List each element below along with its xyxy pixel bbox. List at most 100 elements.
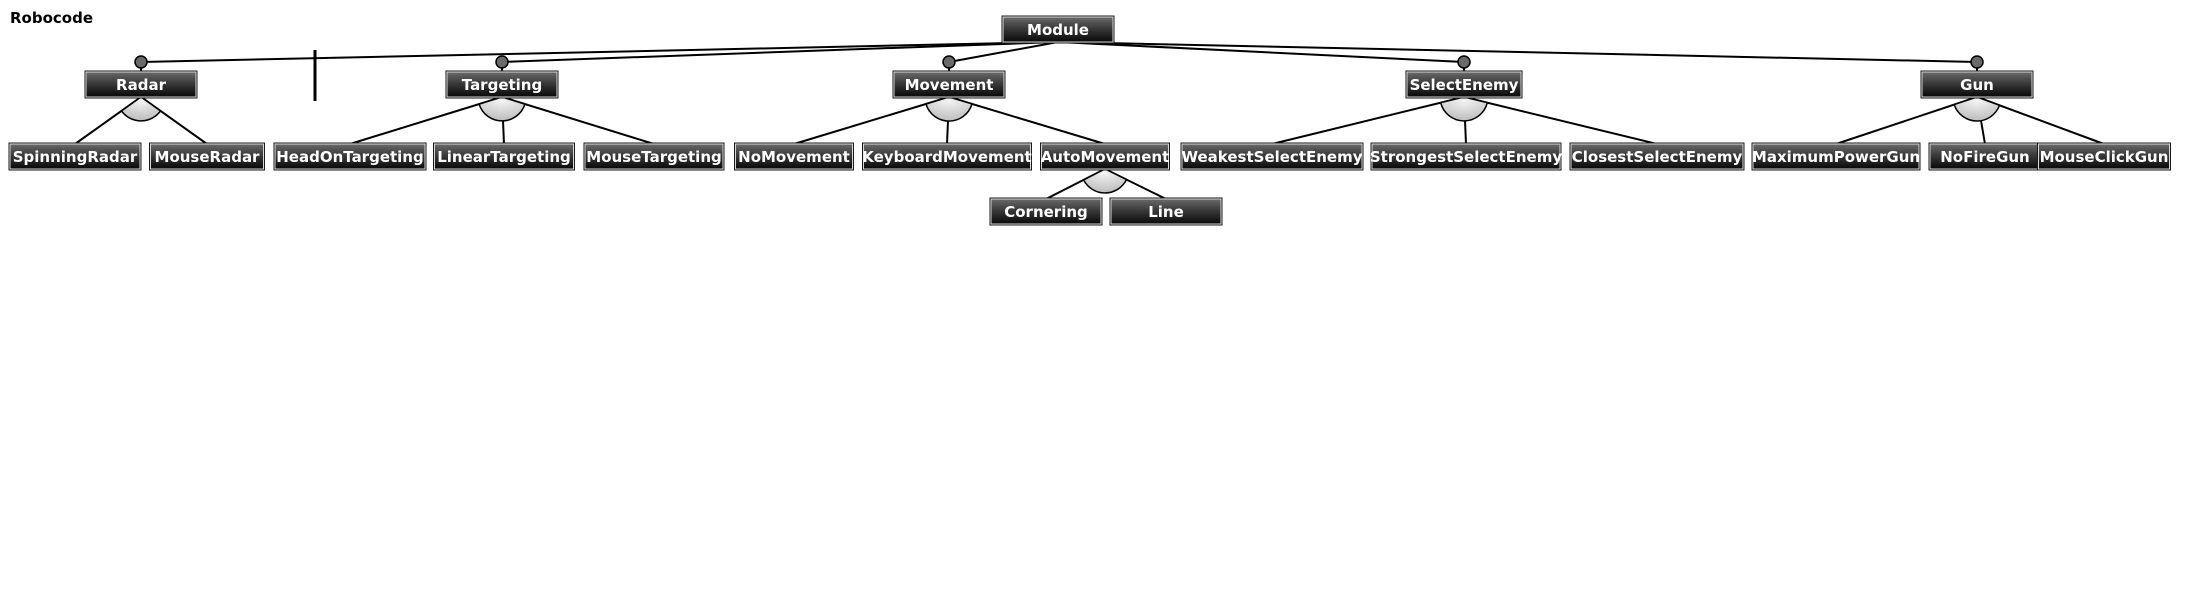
alternative-group-arc-movement <box>925 96 973 122</box>
feature-node-label: SelectEnemy <box>1410 76 1519 94</box>
feature-node-frame <box>1109 197 1223 226</box>
feature-node-box <box>274 143 426 170</box>
edge-movement-automovement <box>948 96 1106 145</box>
edge-movement-nomovement <box>793 96 950 145</box>
alternative-group-arc-selectenemy <box>1439 96 1489 122</box>
alternative-group-arc-targeting <box>478 96 526 122</box>
edge-module-selectenemy <box>1057 41 1465 63</box>
feature-node-nomovement[interactable]: NoMovement <box>734 142 854 171</box>
feature-node-label: Targeting <box>462 76 542 94</box>
edge-targeting-headontargeting <box>349 96 503 145</box>
feature-node-box <box>863 143 1031 170</box>
edge-module-movement <box>948 41 1059 63</box>
feature-node-frame <box>989 197 1103 226</box>
feature-node-frame <box>1405 70 1523 99</box>
feature-node-movement[interactable]: Movement <box>892 70 1006 99</box>
feature-node-box <box>1752 143 1920 170</box>
feature-node-label: WeakestSelectEnemy <box>1181 148 1362 166</box>
optional-marker-targeting <box>495 55 509 69</box>
feature-node-line[interactable]: Line <box>1109 197 1223 226</box>
feature-node-frame <box>734 142 854 171</box>
feature-node-label: Movement <box>905 76 994 94</box>
feature-node-label: MaximumPowerGun <box>1752 148 1920 166</box>
feature-node-frame <box>1001 15 1115 44</box>
feature-node-label: MouseRadar <box>155 148 261 166</box>
feature-node-automovement[interactable]: AutoMovement <box>1040 142 1170 171</box>
feature-node-box <box>2038 143 2170 170</box>
feature-node-frame <box>2037 142 2171 171</box>
feature-node-cornering[interactable]: Cornering <box>989 197 1103 226</box>
feature-node-lineartargeting[interactable]: LinearTargeting <box>433 142 575 171</box>
feature-node-nofiregun[interactable]: NoFireGun <box>1928 142 2042 171</box>
diagram-title: Robocode <box>10 9 94 27</box>
feature-node-box <box>1929 143 2041 170</box>
feature-node-frame <box>273 142 427 171</box>
edge-selectenemy-weakestselectenemy <box>1271 96 1465 145</box>
feature-node-module[interactable]: Module <box>1001 15 1115 44</box>
alternative-group-arc-radar <box>120 96 162 122</box>
feature-node-frame <box>149 142 265 171</box>
feature-node-spinningradar[interactable]: SpinningRadar <box>8 142 142 171</box>
feature-node-frame <box>862 142 1032 171</box>
feature-node-frame <box>84 70 198 99</box>
optional-marker-selectenemy <box>1457 55 1471 69</box>
feature-node-headontargeting[interactable]: HeadOnTargeting <box>273 142 427 171</box>
feature-node-closestselectenemy[interactable]: ClosestSelectEnemy <box>1569 142 1745 171</box>
feature-node-label: LinearTargeting <box>437 148 571 166</box>
edge-module-gun <box>1057 41 1978 63</box>
feature-node-box <box>85 71 197 98</box>
feature-node-box <box>584 143 724 170</box>
edge-targeting-mousetargeting <box>501 96 655 145</box>
feature-node-frame <box>1920 70 2034 99</box>
feature-node-label: HeadOnTargeting <box>276 148 423 166</box>
feature-node-mouseradar[interactable]: MouseRadar <box>149 142 265 171</box>
feature-node-box <box>1110 198 1222 225</box>
feature-node-frame <box>1180 142 1364 171</box>
feature-node-label: Line <box>1148 203 1184 221</box>
feature-node-label: KeyboardMovement <box>862 148 1031 166</box>
feature-node-mousetargeting[interactable]: MouseTargeting <box>583 142 725 171</box>
feature-node-selectenemy[interactable]: SelectEnemy <box>1405 70 1523 99</box>
feature-node-frame <box>1040 142 1170 171</box>
optional-marker-radar <box>134 55 148 69</box>
feature-node-frame <box>1751 142 1921 171</box>
feature-node-box <box>150 143 264 170</box>
feature-node-frame <box>892 70 1006 99</box>
feature-node-frame <box>8 142 142 171</box>
feature-node-box <box>9 143 141 170</box>
feature-node-radar[interactable]: Radar <box>84 70 198 99</box>
feature-node-frame <box>433 142 575 171</box>
feature-node-label: ClosestSelectEnemy <box>1572 148 1743 166</box>
edge-module-radar <box>140 41 1059 63</box>
feature-node-keyboardmovement[interactable]: KeyboardMovement <box>862 142 1032 171</box>
feature-node-mouseclickgun[interactable]: MouseClickGun <box>2037 142 2171 171</box>
feature-node-targeting[interactable]: Targeting <box>445 70 559 99</box>
feature-node-label: MouseTargeting <box>586 148 721 166</box>
feature-node-strongestselectenemy[interactable]: StrongestSelectEnemy <box>1370 142 1562 171</box>
feature-node-label: MouseClickGun <box>2040 148 2169 166</box>
feature-node-box <box>735 143 853 170</box>
feature-node-label: AutoMovement <box>1041 148 1170 166</box>
feature-node-label: Gun <box>1960 76 1994 94</box>
edge-selectenemy-closestselectenemy <box>1463 96 1658 145</box>
feature-node-weakestselectenemy[interactable]: WeakestSelectEnemy <box>1180 142 1364 171</box>
alternative-group-arc-automovement <box>1082 168 1128 194</box>
feature-node-box <box>1570 143 1744 170</box>
edge-module-targeting <box>501 41 1059 63</box>
feature-node-label: SpinningRadar <box>13 148 138 166</box>
feature-node-box <box>1921 71 2033 98</box>
feature-node-box <box>446 71 558 98</box>
feature-node-label: NoMovement <box>738 148 850 166</box>
feature-node-frame <box>1569 142 1745 171</box>
feature-node-label: NoFireGun <box>1940 148 2030 166</box>
feature-node-box <box>990 198 1102 225</box>
feature-node-box <box>1371 143 1561 170</box>
feature-node-gun[interactable]: Gun <box>1920 70 2034 99</box>
feature-node-box <box>1002 16 1114 43</box>
feature-node-maximumpowergun[interactable]: MaximumPowerGun <box>1751 142 1921 171</box>
feature-node-frame <box>583 142 725 171</box>
feature-node-label: Module <box>1027 21 1089 39</box>
feature-node-label: StrongestSelectEnemy <box>1370 148 1562 166</box>
feature-node-label: Radar <box>116 76 167 94</box>
